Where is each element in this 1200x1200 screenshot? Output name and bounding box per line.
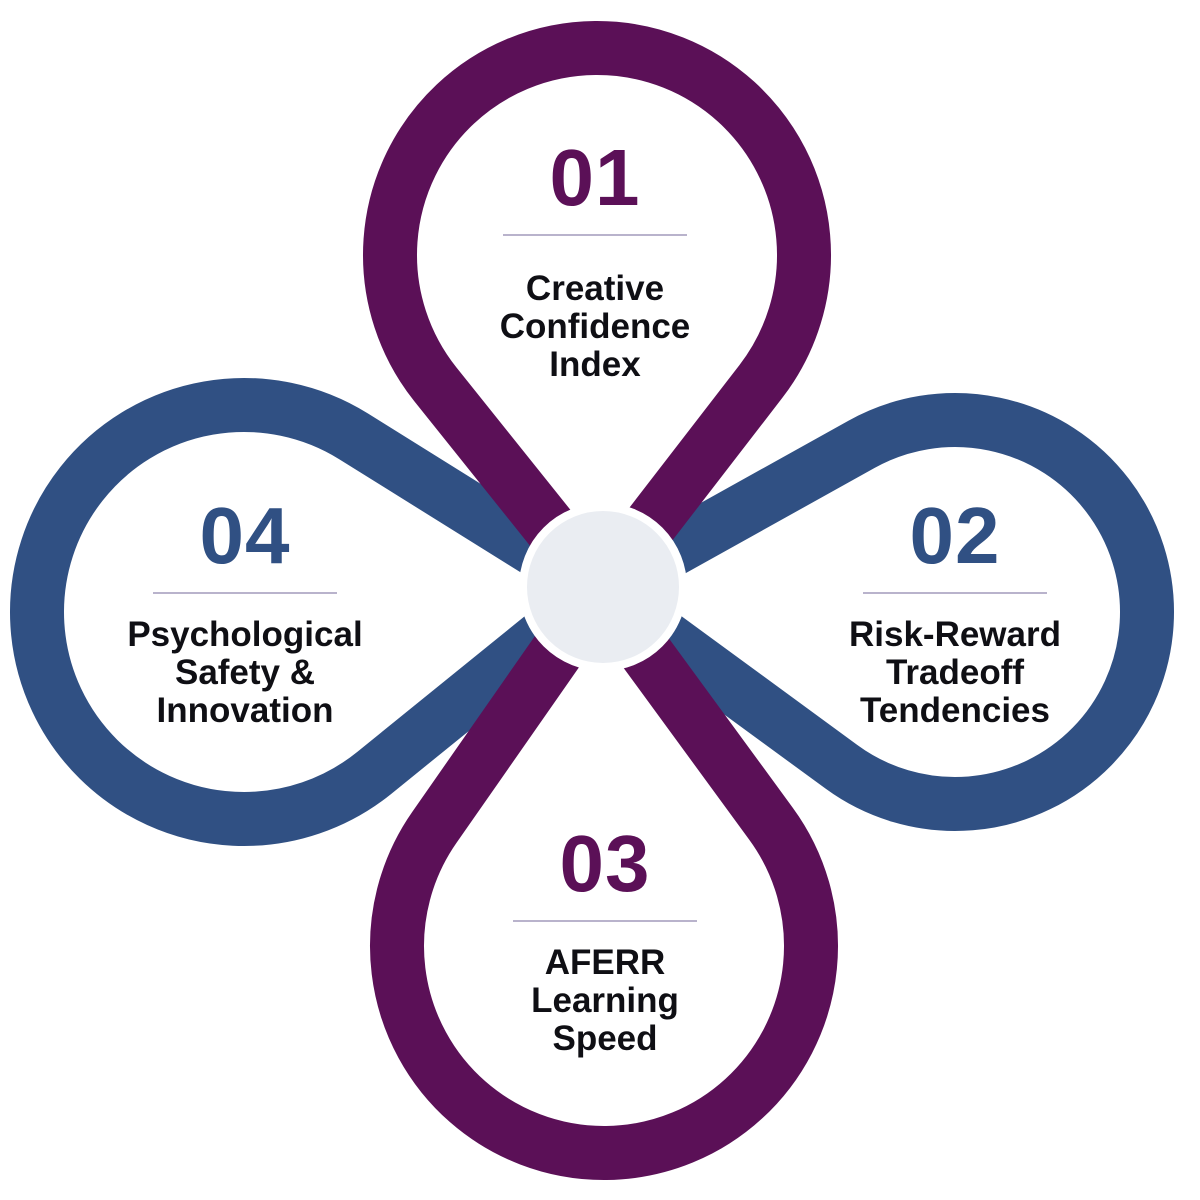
petal-02-label-line: Tradeoff (885, 653, 1025, 692)
center-hub (519, 503, 687, 671)
petal-03-label: AFERR Learning Speed (470, 944, 740, 1058)
petal-02-label-line: Tendencies (860, 691, 1050, 730)
petal-03-ring (370, 563, 838, 1180)
petal-02-divider (863, 592, 1047, 594)
petal-01-label-line: Confidence (499, 307, 691, 346)
petal-03-label-line: AFERR (544, 943, 666, 982)
petal-01-number: 01 (549, 133, 641, 222)
petal-04-ring (10, 378, 627, 846)
petal-04-number: 04 (199, 491, 291, 580)
petal-04-label-line: Innovation (156, 691, 334, 730)
petal-03-label-line: Speed (552, 1019, 658, 1058)
petal-01-divider (503, 234, 687, 236)
petal-03-divider (513, 920, 697, 922)
petal-04-label-line: Safety & (174, 653, 316, 692)
petal-04: 04 Psychological Safety & Innovation (95, 496, 395, 730)
petal-03-number: 03 (559, 819, 651, 908)
petal-02: 02 Risk-Reward Tradeoff Tendencies (820, 496, 1090, 730)
petal-03: 03 AFERR Learning Speed (470, 824, 740, 1058)
petal-02-label-line: Risk-Reward (848, 615, 1062, 654)
petal-04-label-line: Psychological (127, 615, 363, 654)
petal-01-label-line: Index (549, 345, 641, 384)
petal-02-number: 02 (909, 491, 1001, 580)
petal-04-label: Psychological Safety & Innovation (95, 616, 395, 730)
petal-01-label-line: Creative (525, 269, 665, 308)
petal-02-label: Risk-Reward Tradeoff Tendencies (820, 616, 1090, 730)
petal-01-label: Creative Confidence Index (460, 270, 730, 384)
petal-02-ring (573, 393, 1174, 831)
petal-01-ring (363, 21, 831, 617)
petal-04-divider (153, 592, 337, 594)
petal-03-label-line: Learning (531, 981, 679, 1020)
petal-01: 01 Creative Confidence Index (460, 138, 730, 384)
